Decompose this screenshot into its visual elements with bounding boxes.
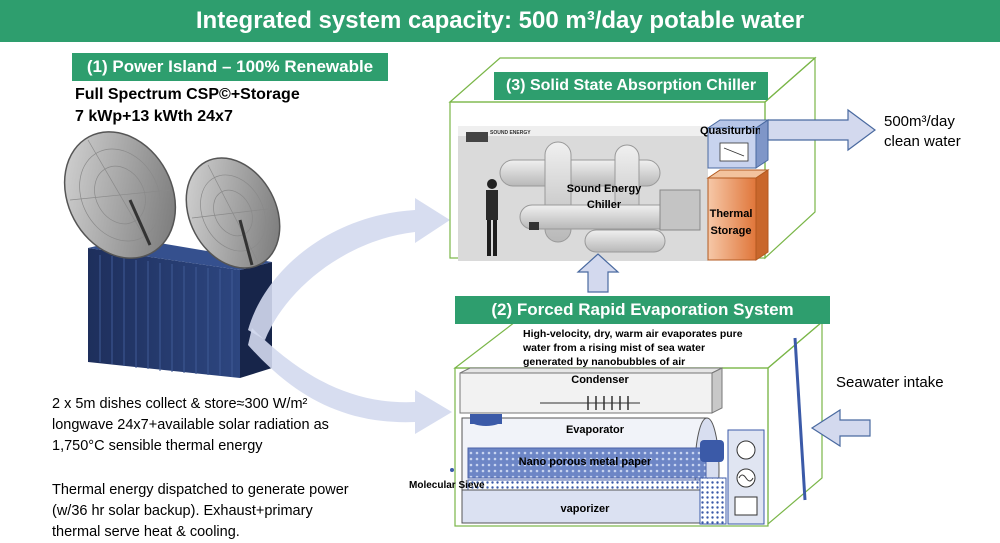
power-island-line-2: 7 kWp+13 kWth 24x7: [75, 108, 233, 125]
side-filter: [699, 477, 727, 525]
clean-water-arrow: [767, 108, 877, 152]
output-label: 500m³/day clean water: [884, 112, 961, 152]
nano-paper-label: Nano porous metal paper: [518, 456, 652, 468]
power-island-description: 2 x 5m dishes collect & store≈300 W/m² l…: [52, 394, 382, 457]
desc-line: High-velocity, dry, warm air evaporates …: [523, 328, 743, 340]
power-island-line-1: Full Spectrum CSP©+Storage: [75, 86, 300, 103]
condenser-unit: [459, 367, 723, 414]
solar-dish-left: [63, 131, 177, 259]
thermal-label-line: Storage: [710, 225, 752, 237]
desc-line: 1,750°C sensible thermal energy: [52, 438, 263, 454]
page-title: Integrated system capacity: 500 m³/day p…: [0, 0, 1000, 42]
evaporation-description: High-velocity, dry, warm air evaporates …: [523, 327, 793, 369]
chiller-label-line: Sound Energy: [566, 183, 642, 195]
desc-line: 2 x 5m dishes collect & store≈300 W/m²: [52, 396, 308, 412]
flow-arrow-to-evaporator: [248, 328, 452, 434]
fan-panel: [700, 429, 765, 525]
output-line: 500m³/day: [884, 113, 955, 130]
molecular-sieve-label: Molecular Sieve: [409, 480, 485, 491]
seawater-intake-label: Seawater intake: [836, 374, 944, 391]
chiller-tag: (3) Solid State Absorption Chiller: [494, 72, 768, 100]
desc-line: Thermal energy dispatched to generate po…: [52, 482, 349, 498]
chiller-photo-logo: SOUND ENERGY: [490, 130, 531, 136]
chiller-photo-label: Sound Energy Chiller: [560, 183, 648, 211]
evaporation-tag: (2) Forced Rapid Evaporation System: [455, 296, 830, 324]
output-line: clean water: [884, 133, 961, 150]
thermal-storage-box: [706, 169, 770, 261]
chiller-label-line: Chiller: [586, 199, 622, 211]
vaporizer-label: vaporizer: [560, 503, 610, 515]
solar-dish-right: [185, 157, 281, 269]
thermal-storage-label: Thermal Storage: [704, 206, 758, 240]
quasiturbine-label: Quasiturbin: [700, 125, 760, 137]
power-island-tag: (1) Power Island – 100% Renewable: [72, 53, 388, 81]
condenser-label: Condenser: [571, 374, 629, 386]
desc-line: generated by nanobubbles of air: [523, 356, 686, 368]
desc-line: water from a rising mist of sea water: [523, 342, 706, 354]
up-arrow: [576, 253, 620, 293]
chiller-photo: [458, 126, 708, 261]
quasiturbine-box: [706, 119, 770, 169]
power-island-dispatch-note: Thermal energy dispatched to generate po…: [52, 480, 382, 543]
evaporator-label: Evaporator: [565, 424, 625, 436]
desc-line: (w/36 hr solar backup). Exhaust+primary: [52, 503, 313, 519]
evaporator-drum: [450, 414, 720, 524]
desc-line: longwave 24x7+available solar radiation …: [52, 417, 329, 433]
thermal-label-line: Thermal: [709, 208, 753, 220]
seawater-intake-arrow: [810, 408, 871, 448]
desc-line: thermal serve heat & cooling.: [52, 524, 240, 540]
flow-arrow-to-chiller: [248, 198, 450, 340]
